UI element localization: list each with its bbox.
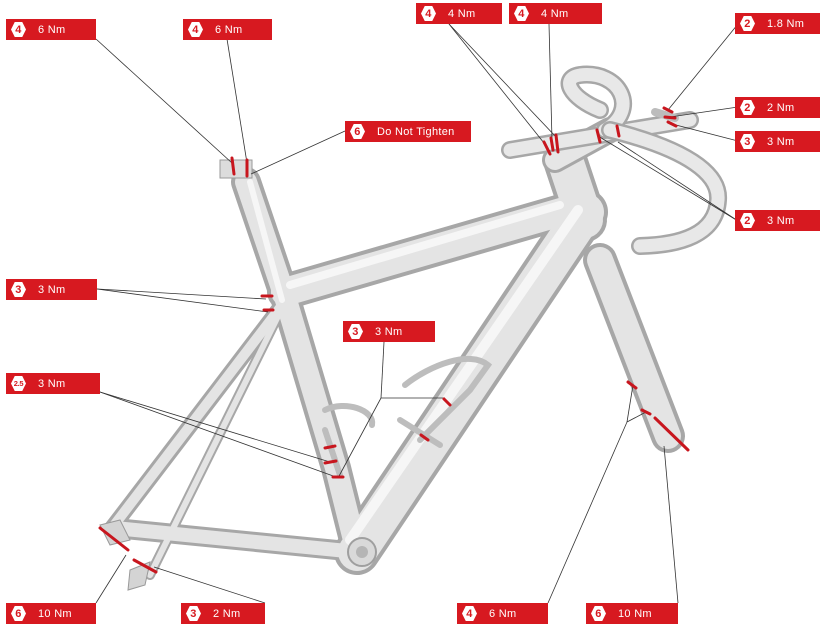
torque-label: 1.8 Nm [767,17,805,30]
torque-label: 6 Nm [489,607,517,620]
callout-rear-axle: 6 10 Nm [6,603,96,624]
torque-label: 3 Nm [38,377,66,390]
callout-bottle-seattube: 2.5 3 Nm [6,373,100,394]
torque-label: 3 Nm [767,214,795,227]
rear-dropout [99,519,131,546]
hex-key-icon: 6 [591,606,606,621]
bolt-markers [98,106,690,574]
callout-fork-brake: 4 6 Nm [457,603,548,624]
hex-key-icon: 2.5 [11,376,26,391]
torque-label: 10 Nm [618,607,652,620]
callout-lever-clamp: 2 1.8 Nm [735,13,820,34]
hex-key-icon: 3 [11,282,26,297]
hex-key-icon: 4 [514,6,529,21]
bottle-cages [322,355,493,478]
seat-clamp [219,159,253,179]
torque-label: Do Not Tighten [377,125,455,138]
torque-label: 3 Nm [38,283,66,296]
torque-label: 4 Nm [541,7,569,20]
callout-shifter-b: 3 3 Nm [735,131,820,152]
callout-stem-b: 4 4 Nm [509,3,602,24]
hex-key-icon: 6 [11,606,26,621]
hex-key-icon: 2 [740,100,755,115]
callout-stem-a: 4 4 Nm [416,3,502,24]
callout-rear-derailleur: 3 2 Nm [181,603,265,624]
hex-key-icon: 2 [740,213,755,228]
callout-seatclamp-a: 4 6 Nm [6,19,96,40]
frame-tubes [107,142,681,578]
bottom-bracket-center [356,546,368,558]
hex-key-icon: 4 [11,22,26,37]
torque-label: 4 Nm [448,7,476,20]
callout-seatpost-wedge: 6 Do Not Tighten [345,121,471,142]
callout-bar-clamp: 2 3 Nm [735,210,820,231]
torque-label: 2 Nm [213,607,241,620]
hex-key-icon: 3 [186,606,201,621]
hex-key-icon: 3 [740,134,755,149]
hex-key-icon: 2 [740,16,755,31]
callout-bottle-downtube: 3 3 Nm [343,321,435,342]
callout-seatclamp-b: 4 6 Nm [183,19,272,40]
stem-and-handlebar [501,65,728,255]
callout-front-axle: 6 10 Nm [586,603,678,624]
torque-label: 10 Nm [38,607,72,620]
torque-label: 2 Nm [767,101,795,114]
frame-shine [247,179,583,545]
hex-key-icon: 4 [421,6,436,21]
leader-lines [95,23,739,604]
hex-key-icon: 4 [188,22,203,37]
hex-key-icon: 4 [462,606,477,621]
hex-key-icon: 6 [350,124,365,139]
torque-label: 3 Nm [767,135,795,148]
callout-shifter-a: 2 2 Nm [735,97,820,118]
torque-label: 6 Nm [215,23,243,36]
callout-seattube-fd: 3 3 Nm [6,279,97,300]
torque-label: 6 Nm [38,23,66,36]
torque-label: 3 Nm [375,325,403,338]
hex-key-icon: 3 [348,324,363,339]
